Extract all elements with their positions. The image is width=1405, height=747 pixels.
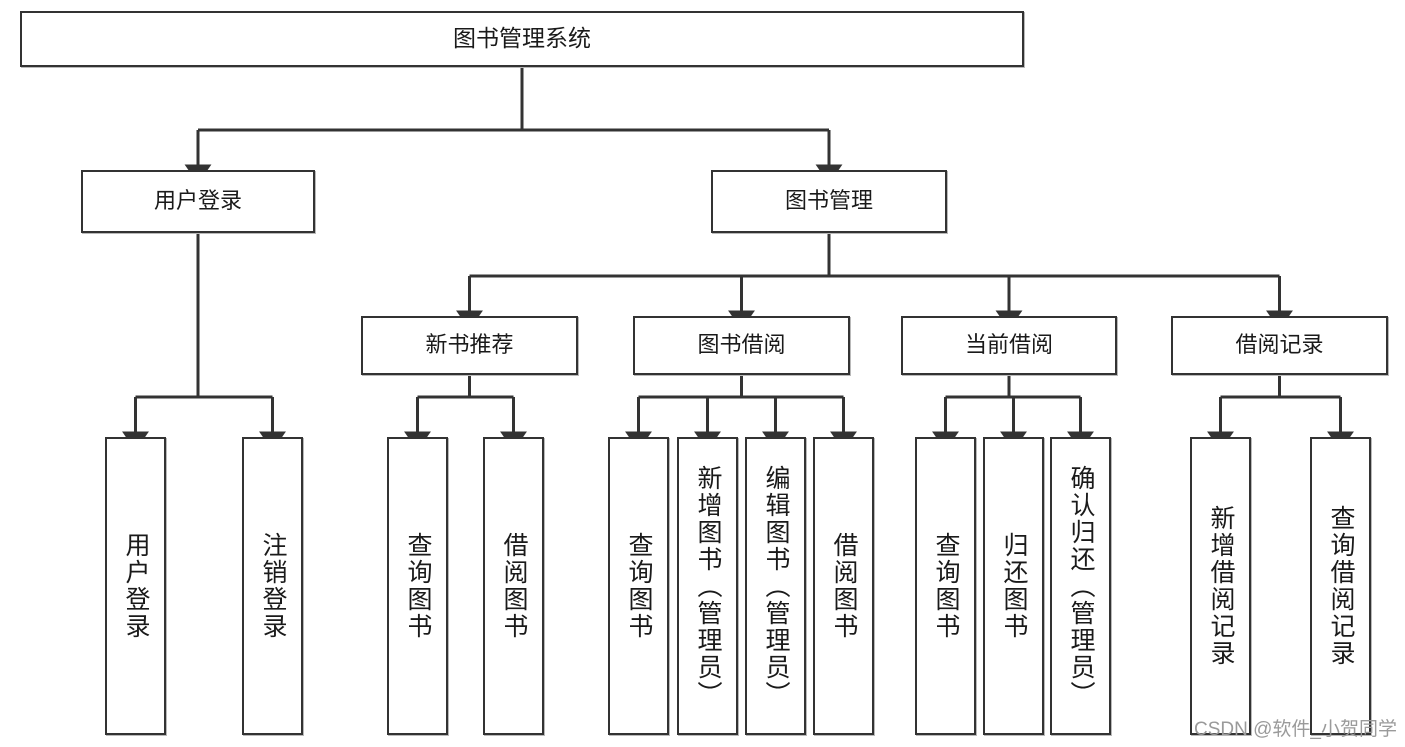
node-leaf-user-login-label: 用户登录 bbox=[122, 532, 150, 640]
node-leaf-query-book-3[interactable]: 查询图书 bbox=[915, 437, 976, 735]
node-leaf-return-book-label: 归还图书 bbox=[1000, 532, 1028, 640]
node-leaf-add-record[interactable]: 新增借阅记录 bbox=[1190, 437, 1251, 735]
node-leaf-return-book[interactable]: 归还图书 bbox=[983, 437, 1044, 735]
node-leaf-borrow-book-2[interactable]: 借阅图书 bbox=[813, 437, 874, 735]
node-book-management-label: 图书管理 bbox=[784, 188, 873, 214]
node-new-book-recommend-label: 新书推荐 bbox=[425, 332, 514, 358]
node-leaf-add-record-label: 新增借阅记录 bbox=[1207, 505, 1235, 667]
node-book-borrow-label: 图书借阅 bbox=[697, 332, 786, 358]
node-leaf-borrow-book-1[interactable]: 借阅图书 bbox=[483, 437, 544, 735]
node-leaf-add-book[interactable]: 新增图书（管理员） bbox=[677, 437, 738, 735]
node-leaf-confirm-return-label: 确认归还（管理员） bbox=[1067, 464, 1095, 708]
node-new-book-recommend[interactable]: 新书推荐 bbox=[361, 316, 578, 375]
node-user-login-label: 用户登录 bbox=[153, 188, 242, 214]
node-leaf-query-book-2-label: 查询图书 bbox=[625, 532, 653, 640]
node-leaf-query-record[interactable]: 查询借阅记录 bbox=[1310, 437, 1371, 735]
node-leaf-query-book-2[interactable]: 查询图书 bbox=[608, 437, 669, 735]
node-borrow-record-label: 借阅记录 bbox=[1235, 332, 1324, 358]
node-book-management[interactable]: 图书管理 bbox=[711, 170, 947, 233]
node-book-borrow[interactable]: 图书借阅 bbox=[633, 316, 850, 375]
node-current-borrow[interactable]: 当前借阅 bbox=[901, 316, 1117, 375]
node-leaf-query-record-label: 查询借阅记录 bbox=[1327, 505, 1355, 667]
node-root[interactable]: 图书管理系统 bbox=[20, 11, 1024, 67]
node-leaf-edit-book-label: 编辑图书（管理员） bbox=[762, 464, 790, 708]
node-leaf-edit-book[interactable]: 编辑图书（管理员） bbox=[745, 437, 806, 735]
node-borrow-record[interactable]: 借阅记录 bbox=[1171, 316, 1388, 375]
node-leaf-query-book-1-label: 查询图书 bbox=[404, 532, 432, 640]
node-leaf-borrow-book-1-label: 借阅图书 bbox=[500, 532, 528, 640]
node-leaf-borrow-book-2-label: 借阅图书 bbox=[830, 532, 858, 640]
node-leaf-logout[interactable]: 注销登录 bbox=[242, 437, 303, 735]
node-leaf-query-book-1[interactable]: 查询图书 bbox=[387, 437, 448, 735]
watermark-label: CSDN @软件_小贺同学 bbox=[1194, 719, 1397, 740]
node-root-label: 图书管理系统 bbox=[453, 25, 591, 52]
node-leaf-add-book-label: 新增图书（管理员） bbox=[694, 464, 722, 708]
node-user-login[interactable]: 用户登录 bbox=[81, 170, 315, 233]
node-leaf-confirm-return[interactable]: 确认归还（管理员） bbox=[1050, 437, 1111, 735]
node-leaf-logout-label: 注销登录 bbox=[259, 532, 287, 640]
node-leaf-user-login[interactable]: 用户登录 bbox=[105, 437, 166, 735]
node-current-borrow-label: 当前借阅 bbox=[964, 332, 1053, 358]
node-leaf-query-book-3-label: 查询图书 bbox=[932, 532, 960, 640]
